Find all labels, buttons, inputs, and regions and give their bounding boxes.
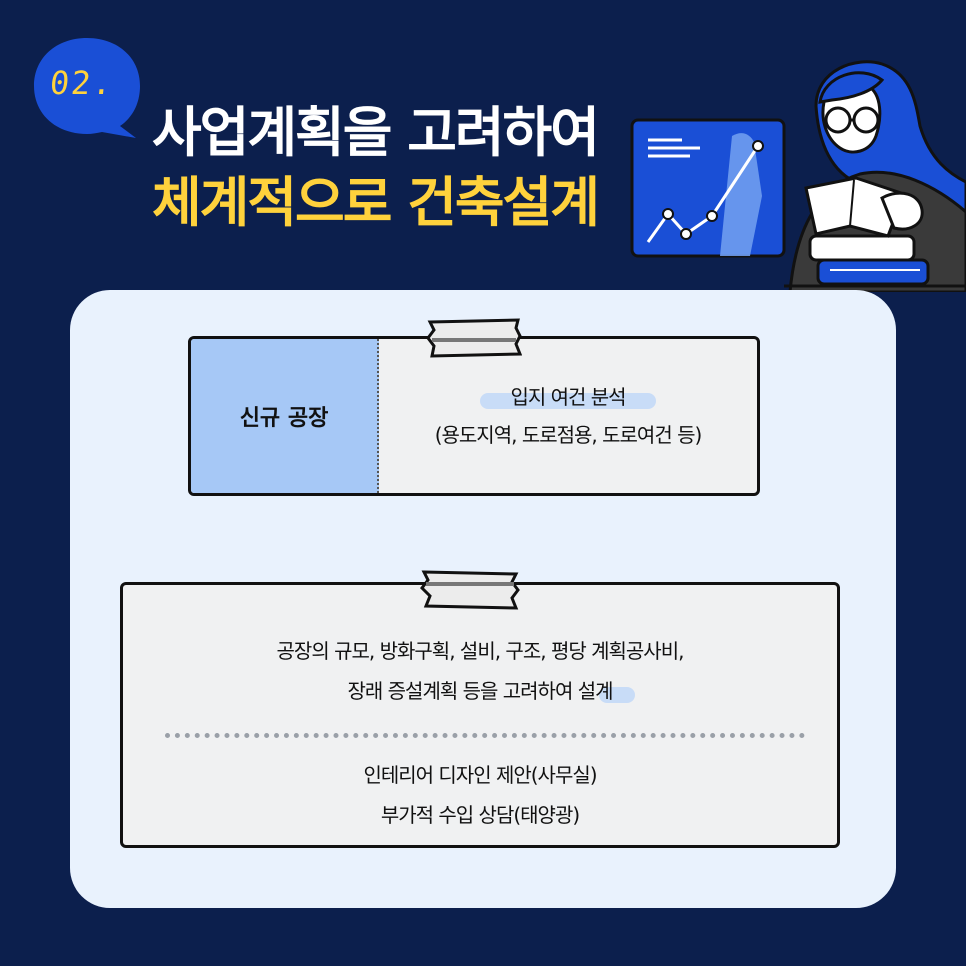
title-line-1: 사업계획을 고려하여 [152,101,600,164]
design-scope-card: 공장의 규모, 방화구획, 설비, 구조, 평당 계획공사비, 장래 증설계획 … [120,582,840,848]
reading-woman-illustration [630,60,966,292]
step-number: 02. [48,64,116,102]
page-title: 사업계획을 고려하여 체계적으로 건축설계 [152,98,600,238]
service-line-2: 부가적 수입 상담(태양광) [380,803,580,827]
speech-bubble-icon [34,38,140,138]
extra-services-text: 인테리어 디자인 제안(사무실) 부가적 수입 상담(태양광) [123,755,837,835]
chart-board-icon [630,118,786,258]
design-scope-text: 공장의 규모, 방화구획, 설비, 구조, 평당 계획공사비, 장래 증설계획 … [123,631,837,711]
tape-icon [426,318,522,358]
dotted-divider [165,733,805,738]
tape-icon [420,570,520,610]
location-analysis-card: 신규 공장 입지 여건 분석 (용도지역, 도로점용, 도로여건 등) [188,336,760,496]
scope-line-1: 공장의 규모, 방화구획, 설비, 구조, 평당 계획공사비, [276,639,685,663]
scope-line-2: 장래 증설계획 등을 고려하여 설계 [347,671,635,711]
analysis-title: 입지 여건 분석 [480,378,656,416]
location-analysis-text: 입지 여건 분석 (용도지역, 도로점용, 도로여건 등) [379,339,757,493]
category-label: 신규 공장 [191,339,379,493]
service-line-1: 인테리어 디자인 제안(사무실) [363,763,597,787]
analysis-detail: (용도지역, 도로점용, 도로여건 등) [434,423,703,447]
title-line-2: 체계적으로 건축설계 [152,171,600,234]
